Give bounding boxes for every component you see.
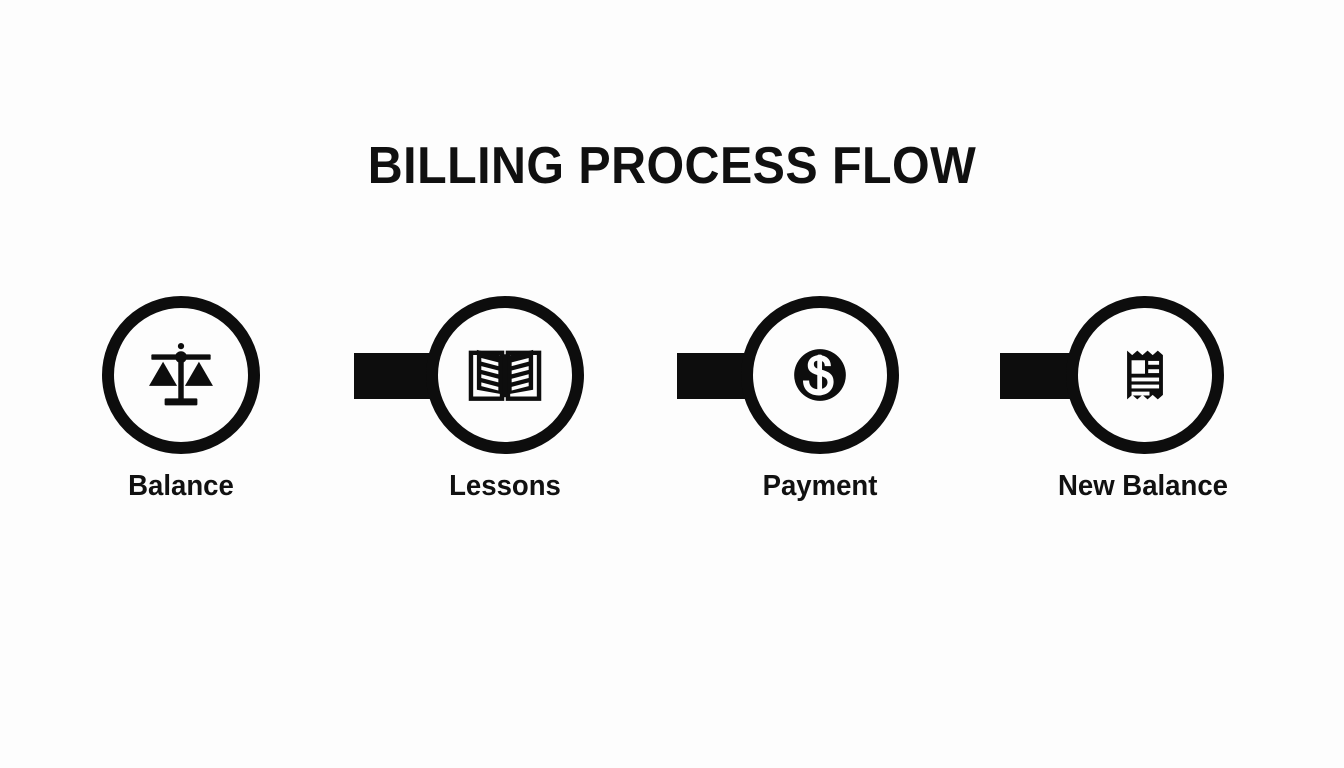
flow-step-payment[interactable]: [741, 296, 899, 454]
process-flow: [102, 296, 1232, 456]
page-title: BILLING PROCESS FLOW: [367, 137, 977, 195]
flow-step-balance[interactable]: [102, 296, 260, 454]
step-label-balance: Balance: [128, 470, 234, 502]
step-label-lessons: Lessons: [449, 470, 561, 502]
open-book-icon: [459, 329, 551, 421]
flow-step-lessons[interactable]: [426, 296, 584, 454]
flow-step-new-balance[interactable]: [1066, 296, 1224, 454]
step-label-payment: Payment: [762, 470, 878, 502]
balance-scale-icon: [135, 329, 227, 421]
step-label-new-balance: New Balance: [1058, 470, 1228, 502]
dollar-coin-icon: [774, 329, 866, 421]
receipt-icon: [1099, 329, 1191, 421]
